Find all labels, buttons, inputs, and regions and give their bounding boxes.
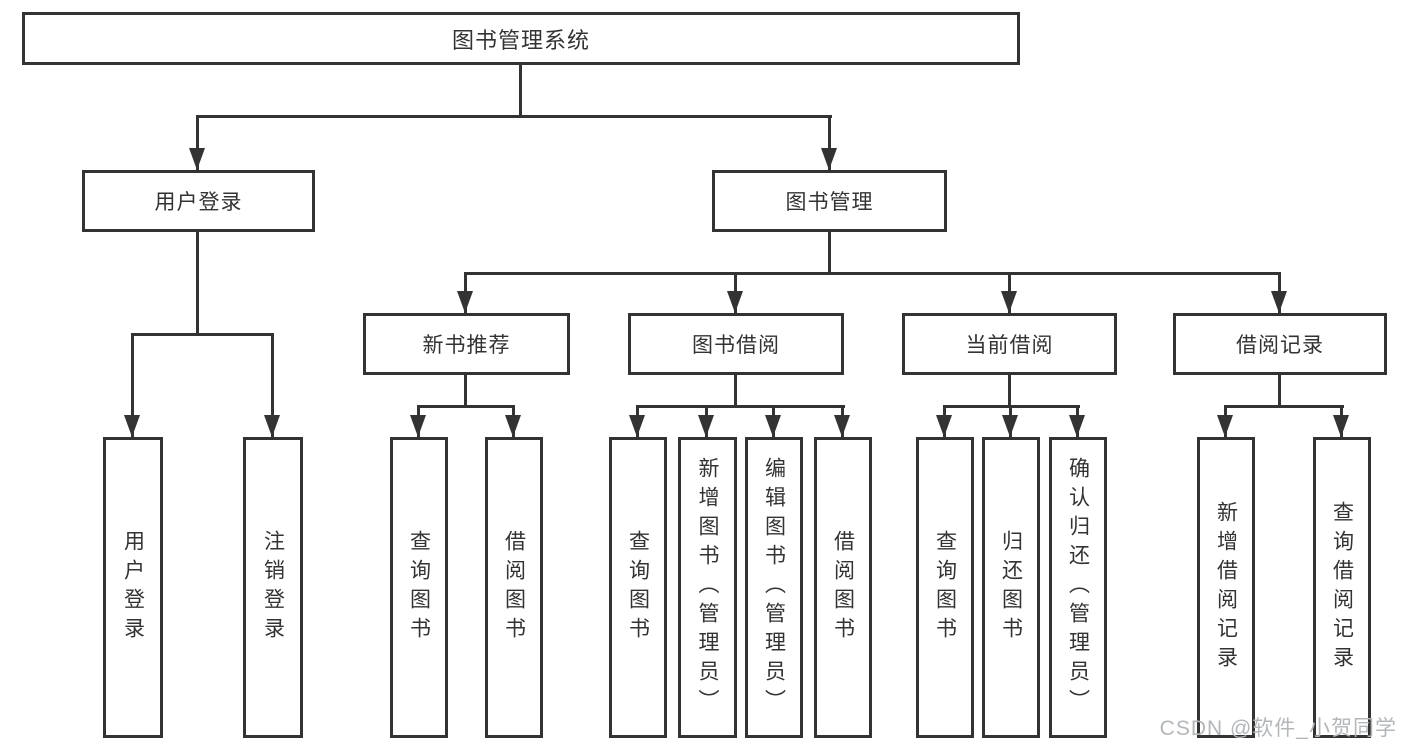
node-book-management: 图书管理 (712, 170, 947, 232)
node-user-login: 用户登录 (82, 170, 315, 232)
down-arrow-icon (1217, 415, 1233, 437)
leaf-borrow-books: 借阅图书 (485, 437, 543, 738)
connector-line (196, 115, 199, 170)
down-arrow-icon (124, 415, 140, 437)
connector-line (417, 405, 515, 408)
down-arrow-icon (821, 148, 837, 170)
leaf-borrow-books: 借阅图书 (814, 437, 872, 738)
down-arrow-icon (936, 415, 952, 437)
down-arrow-icon (264, 415, 280, 437)
leaf-add-borrow-record: 新增借阅记录 (1197, 437, 1255, 738)
node-current-borrow: 当前借阅 (902, 313, 1117, 375)
leaf-add-books-admin: 新增图书（管理员） (678, 437, 737, 738)
connector-line (1278, 375, 1281, 408)
connector-line (734, 375, 737, 408)
down-arrow-icon (1271, 291, 1287, 313)
down-arrow-icon (189, 148, 205, 170)
connector-line (1008, 375, 1011, 408)
connector-line (464, 272, 1281, 275)
csdn-watermark: CSDN @软件_小贺同学 (1159, 717, 1397, 740)
leaf-query-books: 查询图书 (609, 437, 667, 738)
down-arrow-icon (505, 415, 521, 437)
leaf-query-borrow-record: 查询借阅记录 (1313, 437, 1371, 738)
connector-line (131, 333, 274, 336)
down-arrow-icon (727, 291, 743, 313)
down-arrow-icon (1001, 291, 1017, 313)
node-root-system: 图书管理系统 (22, 12, 1020, 65)
down-arrow-icon (629, 415, 645, 437)
leaf-edit-books-admin: 编辑图书（管理员） (745, 437, 803, 738)
leaf-confirm-return-admin: 确认归还（管理员） (1049, 437, 1107, 738)
connector-line (196, 232, 199, 336)
leaf-logout: 注销登录 (243, 437, 303, 738)
connector-line (131, 333, 134, 437)
connector-line (271, 333, 274, 437)
down-arrow-icon (457, 291, 473, 313)
down-arrow-icon (834, 415, 850, 437)
leaf-user-login: 用户登录 (103, 437, 163, 738)
leaf-query-books: 查询图书 (390, 437, 448, 738)
node-borrow-records: 借阅记录 (1173, 313, 1387, 375)
down-arrow-icon (1333, 415, 1349, 437)
down-arrow-icon (698, 415, 714, 437)
connector-line (636, 405, 845, 408)
down-arrow-icon (1002, 415, 1018, 437)
connector-line (828, 115, 831, 170)
down-arrow-icon (765, 415, 781, 437)
leaf-return-books: 归还图书 (982, 437, 1040, 738)
down-arrow-icon (1069, 415, 1085, 437)
node-book-borrow: 图书借阅 (628, 313, 844, 375)
connector-line (1224, 405, 1344, 408)
node-new-book-recommend: 新书推荐 (363, 313, 570, 375)
leaf-query-books: 查询图书 (916, 437, 974, 738)
connector-line (464, 375, 467, 408)
connector-line (519, 65, 522, 118)
connector-line (828, 232, 831, 275)
down-arrow-icon (410, 415, 426, 437)
connector-line (196, 115, 832, 118)
